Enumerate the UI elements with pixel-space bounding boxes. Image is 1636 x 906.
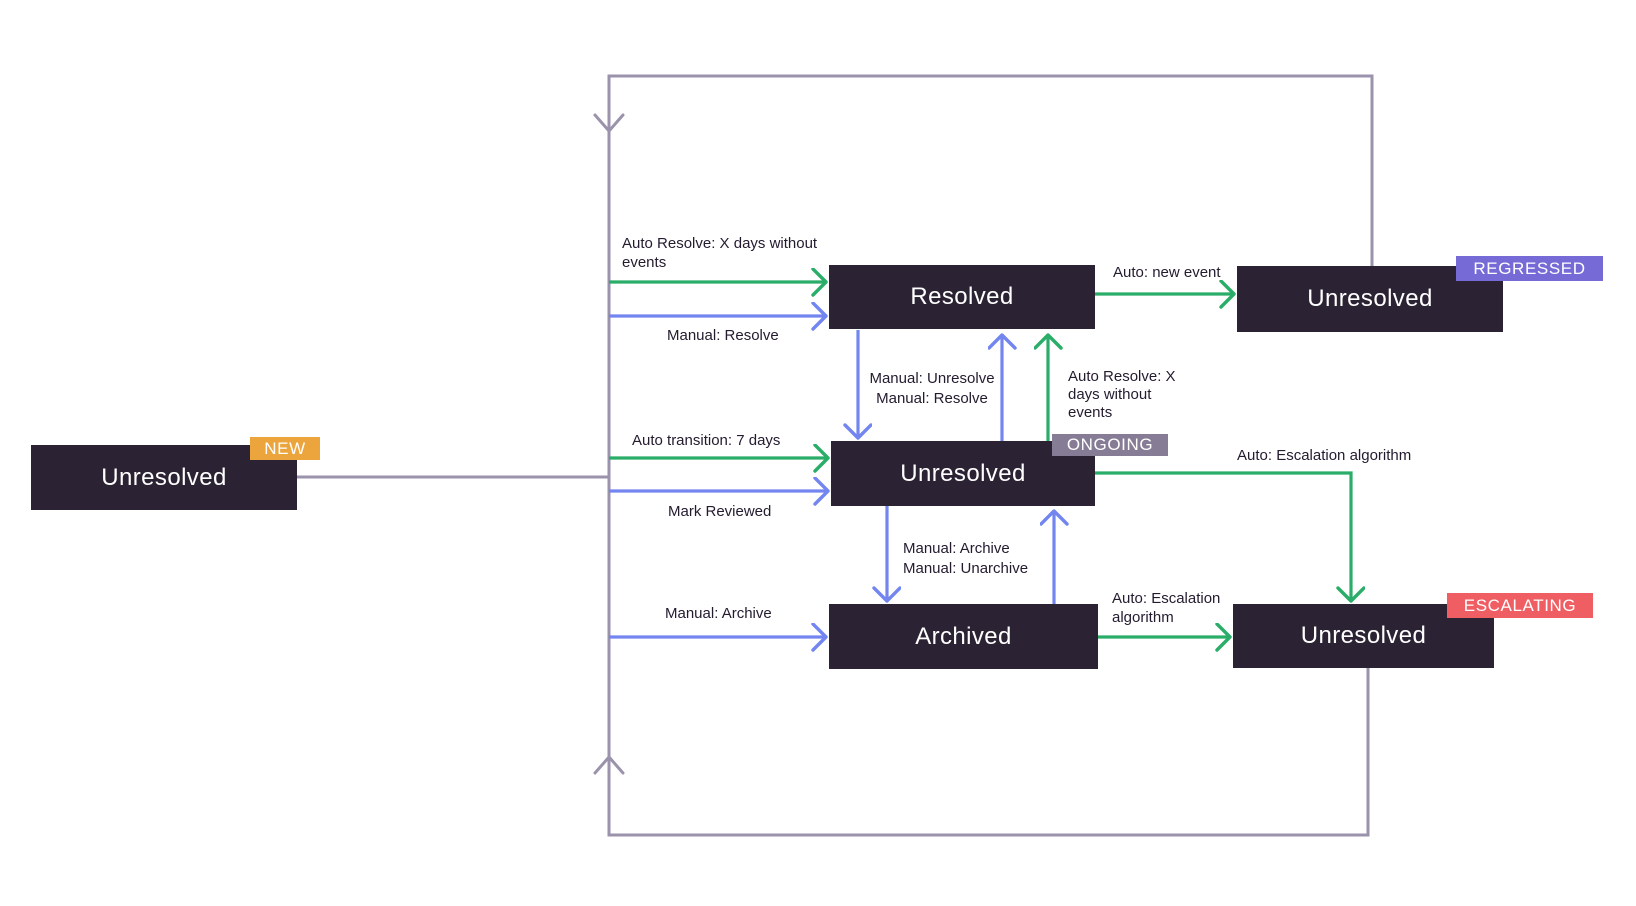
status-badge-ongoing: ONGOING <box>1052 434 1168 456</box>
edge-label-manual-unresolve: Manual: Unresolve <box>869 370 995 387</box>
edge-label-auto-escalation-from-ongoing: Auto: Escalation algorithm <box>1237 447 1412 464</box>
edge-label-auto-escalation-from-archived: Auto: Escalation algorithm <box>1112 590 1221 626</box>
edge-label-manual-archive-bottom: Manual: Archive <box>665 605 772 622</box>
edge-label-manual-archive: Manual: Archive <box>903 540 1010 557</box>
state-node-resolved: Resolved <box>829 265 1095 329</box>
edge-label-manual-unarchive: Manual: Unarchive <box>903 560 1029 577</box>
edge-label-unresolve-resolve: Manual: Unresolve Manual: Resolve <box>869 369 995 409</box>
state-label: Archived <box>915 622 1012 650</box>
edge-label-mark-reviewed: Mark Reviewed <box>668 503 772 520</box>
edge-label-auto-resolve-from-ongoing: Auto Resolve: X days without events <box>1068 368 1176 421</box>
status-badge-new: NEW <box>250 437 320 460</box>
edge-label-auto-new-event: Auto: new event <box>1113 264 1221 281</box>
state-label: Unresolved <box>101 463 227 491</box>
loop-arrow-down-icon <box>593 113 625 134</box>
status-badge-escalating: ESCALATING <box>1447 593 1593 618</box>
blue-manual-edges <box>609 316 1054 637</box>
state-node-ongoing: Unresolved <box>831 441 1095 506</box>
edge-label-auto-transition: Auto transition: 7 days <box>632 432 781 449</box>
state-node-archived: Archived <box>829 604 1098 669</box>
loop-arrow-up-icon <box>593 754 625 775</box>
edge-label-archive-unarchive: Manual: Archive Manual: Unarchive <box>903 539 1028 579</box>
edge-auto-escalation-from-ongoing <box>1095 471 1351 601</box>
state-label: Unresolved <box>1307 285 1433 312</box>
gray-loop-path <box>297 74 1374 837</box>
green-auto-edges <box>609 282 1351 637</box>
edge-label-manual-resolve-mid: Manual: Resolve <box>876 390 988 407</box>
state-label: Unresolved <box>900 459 1026 487</box>
edge-label-auto-resolve-to-resolved: Auto Resolve: X days without events <box>622 235 818 271</box>
state-label: Unresolved <box>1300 622 1427 649</box>
state-label: Resolved <box>910 283 1014 310</box>
edge-label-manual-resolve-to-resolved: Manual: Resolve <box>667 327 779 344</box>
state-node-new: Unresolved <box>31 445 297 510</box>
status-badge-regressed: REGRESSED <box>1456 256 1603 281</box>
